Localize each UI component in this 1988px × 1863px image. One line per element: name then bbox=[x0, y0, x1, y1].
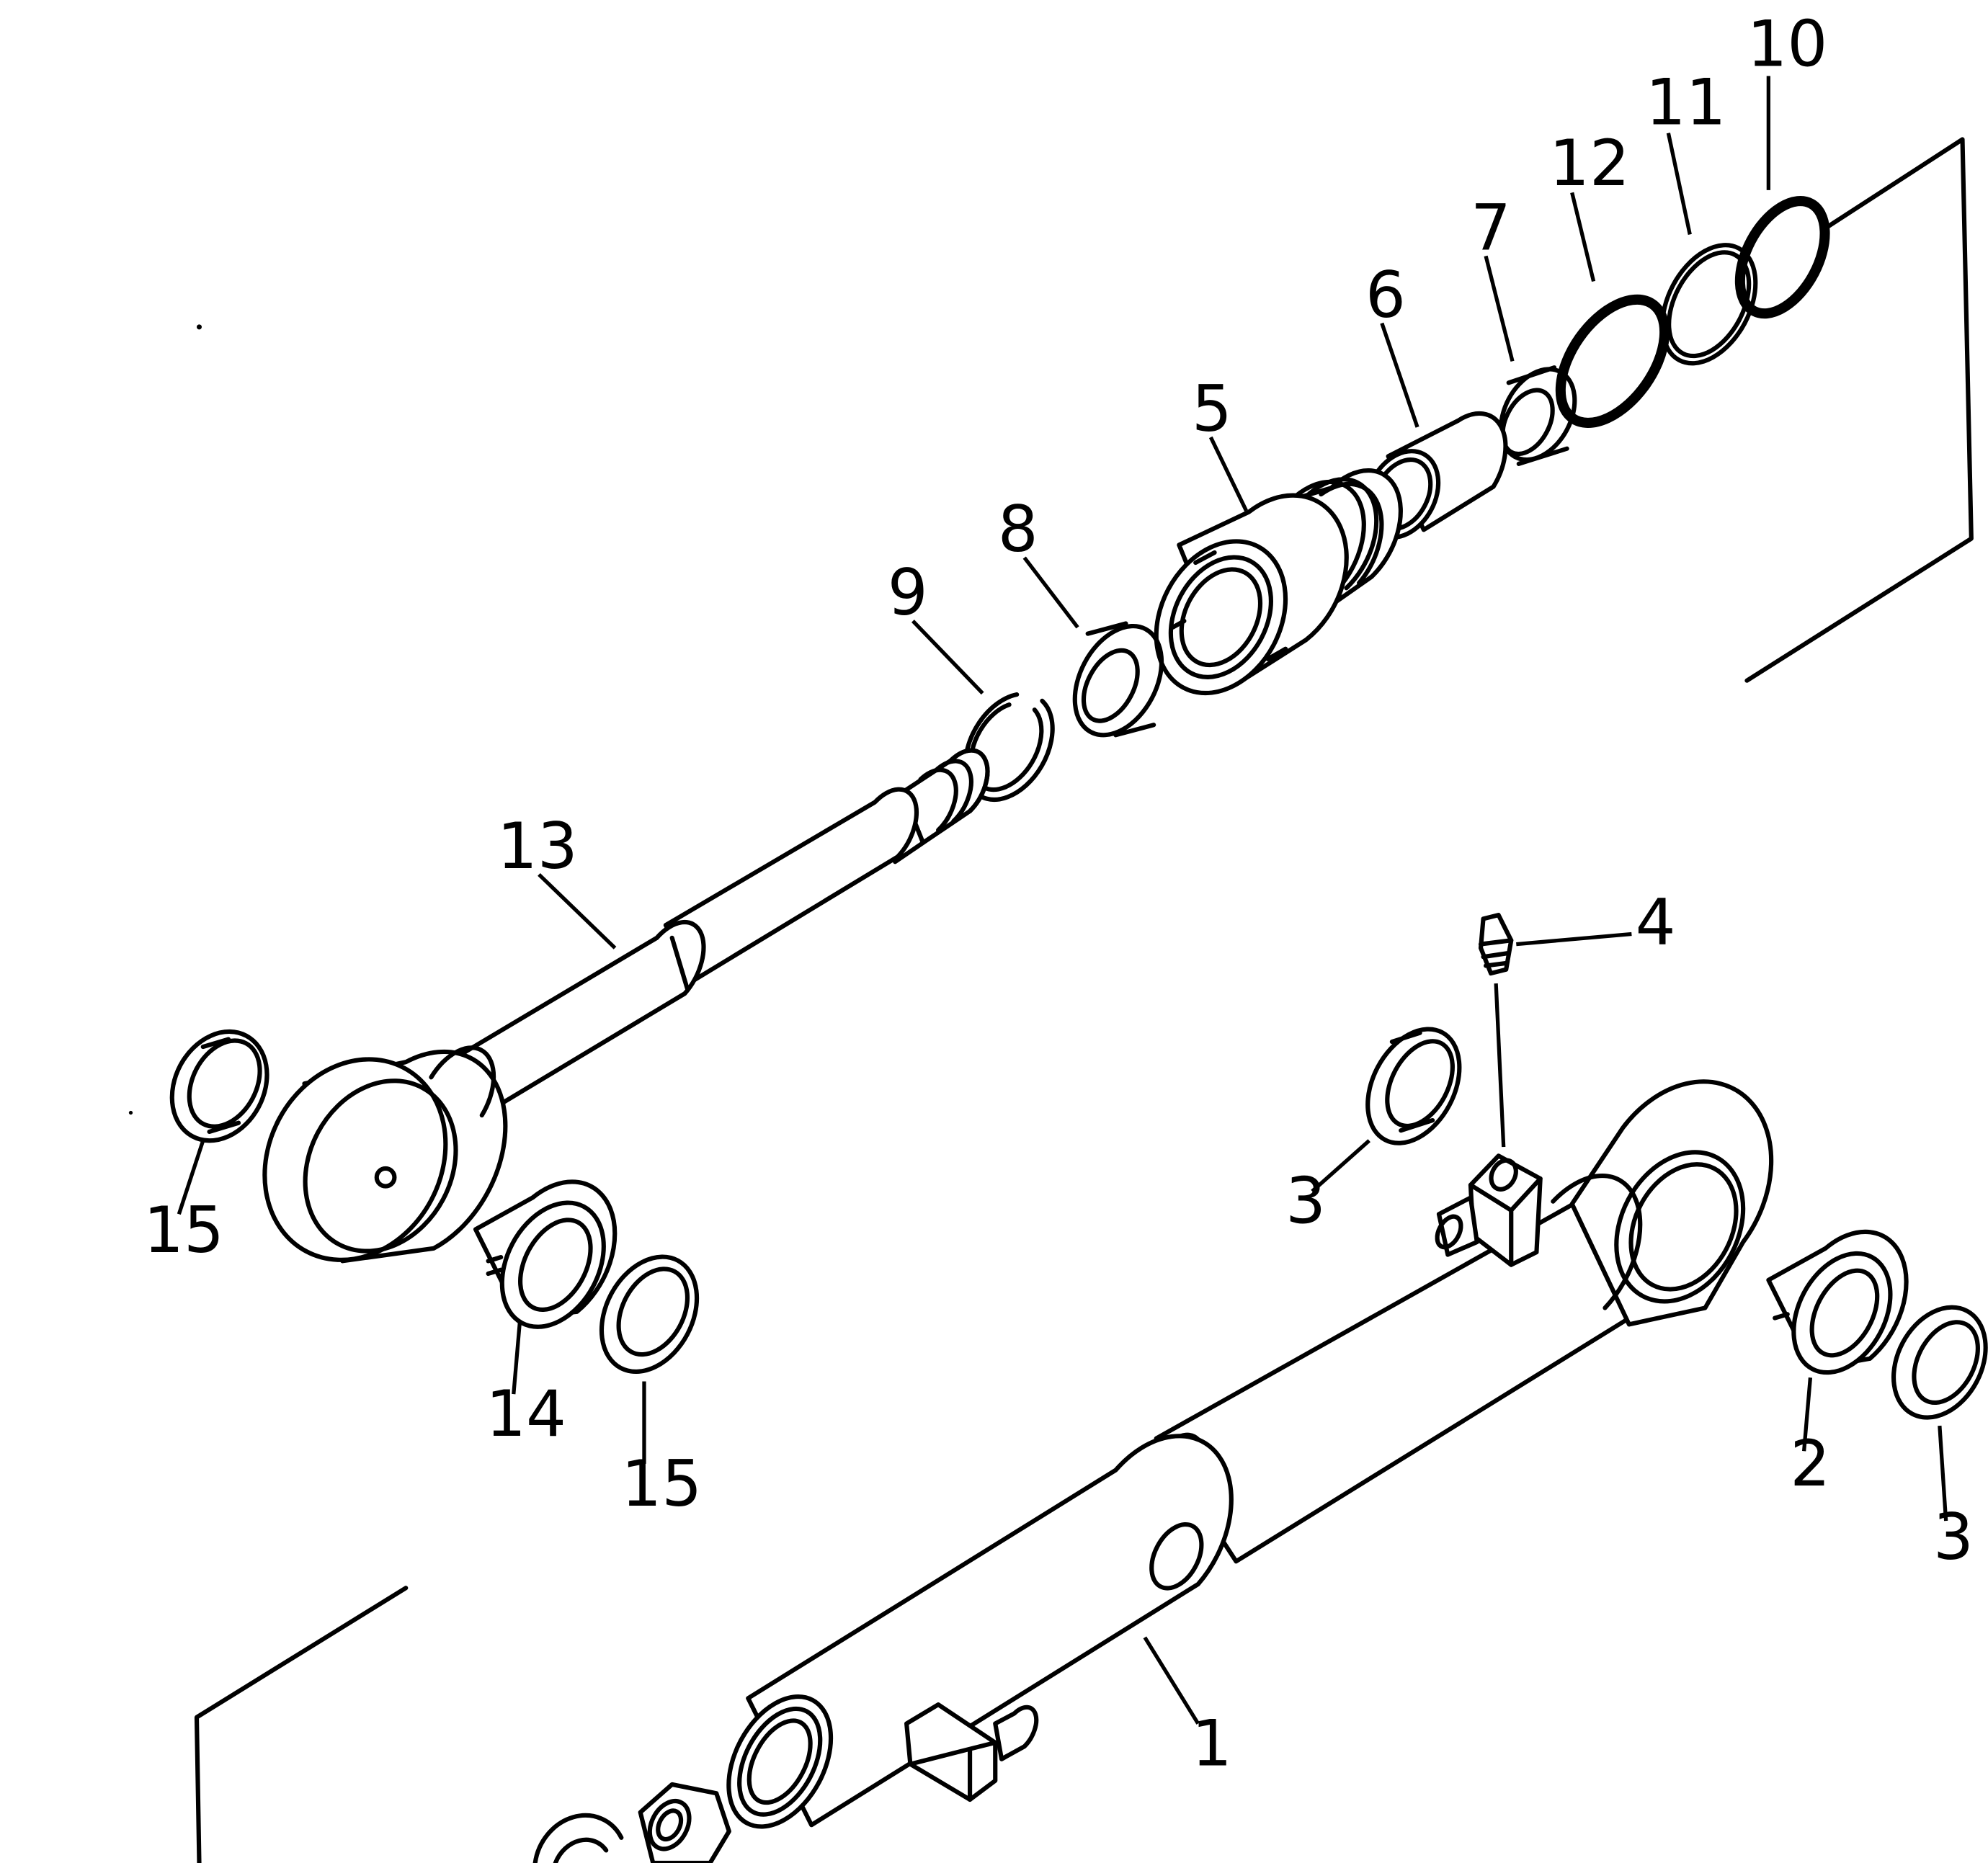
callout-9: 9 bbox=[888, 555, 928, 630]
part-4-grease-fitting bbox=[1478, 913, 1514, 976]
part-10-o-ring bbox=[1734, 196, 1830, 319]
part-2-bearing bbox=[1766, 1229, 1909, 1375]
callout-12: 12 bbox=[1549, 126, 1630, 200]
callout-13: 13 bbox=[497, 809, 578, 883]
part-11-backup-ring bbox=[1659, 243, 1758, 366]
callout-3-b: 3 bbox=[1933, 1500, 1974, 1574]
bracket-top-right bbox=[1744, 137, 1974, 683]
part-3-bushing-upper bbox=[1365, 1027, 1462, 1145]
callout-6: 6 bbox=[1365, 258, 1406, 332]
callout-4: 4 bbox=[1636, 885, 1676, 960]
part-washer-partial bbox=[532, 1813, 624, 1863]
callout-2: 2 bbox=[1790, 1426, 1830, 1501]
part-15-bushing-lower bbox=[599, 1254, 700, 1375]
callout-5: 5 bbox=[1192, 372, 1232, 446]
callout-11: 11 bbox=[1646, 65, 1726, 139]
callout-1: 1 bbox=[1192, 1707, 1232, 1781]
part-8-seal bbox=[1072, 621, 1164, 738]
callout-15-b: 15 bbox=[621, 1447, 702, 1521]
callout-14: 14 bbox=[486, 1377, 566, 1451]
callout-7: 7 bbox=[1471, 191, 1511, 265]
part-9-snap-ring bbox=[963, 692, 1055, 803]
part-13-piston-rod bbox=[262, 748, 990, 1264]
part-1-cylinder-tube bbox=[726, 1079, 1774, 1829]
part-3-bushing-lower bbox=[1891, 1305, 1988, 1420]
part-5-cylinder-head bbox=[1154, 468, 1404, 696]
part-15-bushing-upper bbox=[169, 1029, 269, 1143]
callout-8: 8 bbox=[998, 492, 1038, 566]
callout-3-a: 3 bbox=[1285, 1164, 1326, 1238]
part-14-bearing bbox=[473, 1179, 618, 1329]
part-nut-partial bbox=[638, 1782, 731, 1863]
callout-10: 10 bbox=[1747, 6, 1827, 81]
callout-labels: 10 11 12 7 6 5 8 9 13 4 15 3 14 15 2 3 1 bbox=[143, 6, 1974, 1780]
bracket-bottom-left bbox=[194, 1586, 409, 1863]
part-7-seal bbox=[1498, 365, 1577, 466]
callout-15-a: 15 bbox=[143, 1193, 224, 1267]
leader-lines bbox=[177, 76, 1948, 1725]
specks bbox=[128, 324, 202, 1115]
